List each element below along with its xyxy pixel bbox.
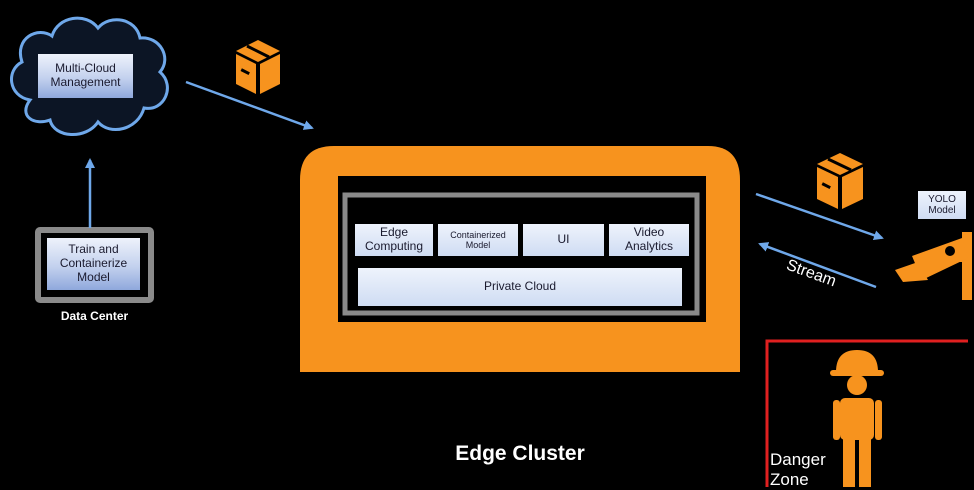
cloud-label: Multi-Cloud Management [50,61,121,89]
data-center-caption: Data Center [60,309,129,324]
train-model-box: Train and Containerize Model [47,238,140,290]
module-containerized-model: Containerized Model [438,224,518,256]
arrow-stream [758,242,877,289]
danger-zone-border [765,339,968,487]
arrow-cloud-to-cluster [185,80,314,130]
security-camera-icon [895,232,972,300]
module-ui: UI [523,224,604,256]
danger-zone-label: Danger Zone [770,450,826,489]
arrow-cluster-to-camera [755,192,884,241]
edge-cluster-title: Edge Cluster [455,441,585,465]
train-model-label: Train and Containerize Model [59,242,128,284]
construction-worker-icon [830,350,884,487]
cloud-label-box: Multi-Cloud Management [38,54,133,98]
module-video-analytics: Video Analytics [609,224,689,256]
yolo-model-label: YOLO Model [918,191,966,219]
package-icon [817,153,863,209]
private-cloud-box: Private Cloud [358,268,682,306]
package-icon [236,40,280,94]
module-edge-computing: Edge Computing [355,224,433,256]
